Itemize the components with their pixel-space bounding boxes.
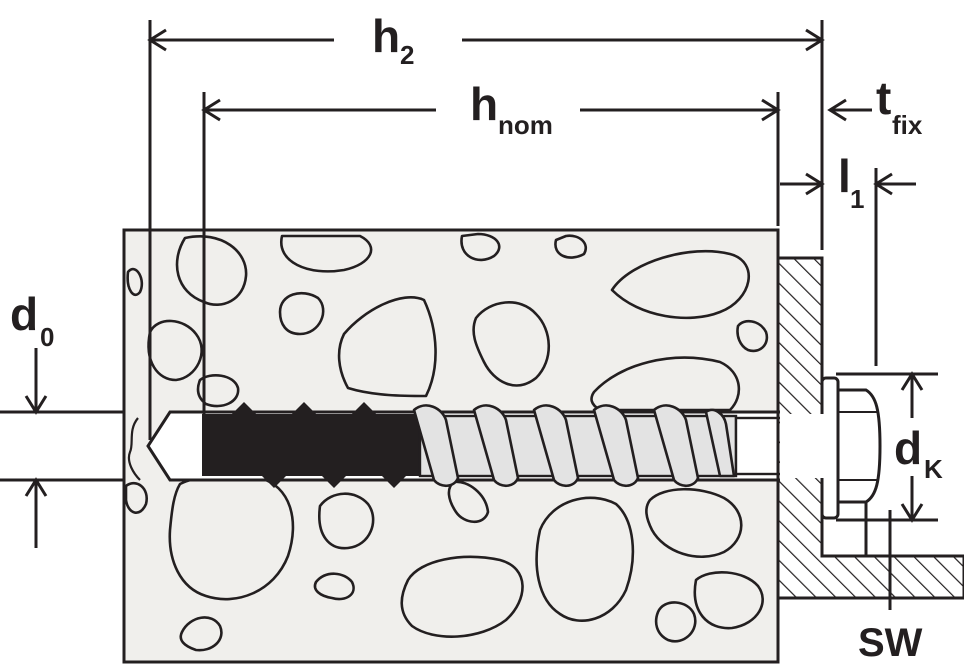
screw-anchor bbox=[202, 376, 882, 520]
l1-main: l bbox=[838, 150, 851, 202]
label-dk: d K bbox=[894, 422, 943, 484]
label-l1: l 1 bbox=[838, 150, 864, 214]
tfix-main: t bbox=[876, 72, 891, 124]
hnom-sub: nom bbox=[498, 110, 553, 140]
d0-main: d bbox=[10, 288, 38, 340]
screw-thread bbox=[412, 404, 736, 488]
label-hnom: h nom bbox=[470, 78, 553, 140]
dimension-lines bbox=[0, 20, 938, 610]
screw-dark-tip bbox=[202, 414, 420, 476]
hnom-main: h bbox=[470, 78, 498, 130]
tfix-sub: fix bbox=[892, 110, 923, 140]
dk-main: d bbox=[894, 422, 922, 474]
d0-sub: 0 bbox=[40, 322, 54, 352]
hex-head bbox=[836, 388, 882, 504]
label-sw: SW bbox=[858, 621, 923, 665]
washer bbox=[820, 376, 840, 520]
h2-sub: 2 bbox=[400, 40, 414, 70]
dk-sub: K bbox=[924, 454, 943, 484]
l1-sub: 1 bbox=[850, 184, 864, 214]
label-h2: h 2 bbox=[372, 10, 414, 70]
fixture-bracket bbox=[776, 256, 964, 600]
h2-main: h bbox=[372, 10, 400, 62]
label-tfix: t fix bbox=[876, 72, 923, 140]
thread-teeth-dark bbox=[232, 402, 406, 488]
label-d0: d 0 bbox=[10, 288, 54, 352]
